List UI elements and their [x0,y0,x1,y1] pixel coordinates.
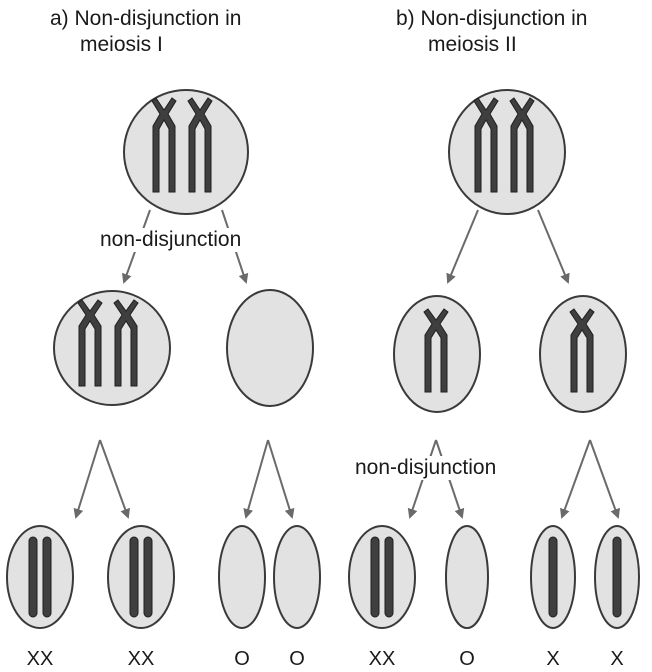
chromosome [423,308,449,393]
gamete-genotype: X [610,648,624,670]
gamete-genotype: XX [26,648,54,670]
chromosome [569,308,595,393]
parent-cell-b [448,89,566,215]
gamete-a2 [107,525,175,629]
panel-b [348,89,640,629]
panel-a-title-line2: meiosis I [80,33,163,56]
gamete-genotype: O [289,648,305,670]
arrow [446,209,479,284]
chromosome [28,536,38,618]
gamete-genotype: X [546,648,560,670]
chromosome [187,97,213,193]
gamete-a4 [273,525,321,629]
arrow [73,439,101,519]
parent-cell-a [123,89,249,215]
chromosome-pair [151,97,213,193]
panel-a [6,89,321,629]
daughter-cell-b1 [393,295,481,413]
chromosome [384,536,394,618]
non-disjunction-label-b: non-disjunction [354,456,498,480]
gamete-genotype: XX [368,648,396,670]
chromosome [509,97,535,193]
non-disjunction-label-a: non-disjunction [99,228,243,252]
gamete-a1 [6,525,74,629]
gamete-b2 [445,525,489,629]
chromosome [143,536,153,618]
chromosome [129,536,139,618]
panel-b-title-line2: meiosis II [428,33,517,56]
chromosome [612,536,622,618]
panel-a-title-line1: a) Non-disjunction in [50,7,242,30]
daughter-cell-b2 [539,295,627,413]
chromosome [548,536,558,618]
chromosome [473,97,499,193]
daughter-cell-a1 [53,290,171,406]
gamete-genotype: XX [127,648,155,670]
arrow [589,439,620,519]
arrow [560,439,591,519]
arrow [537,209,570,284]
arrow [99,439,130,519]
chromosome [77,299,103,387]
chromosome [113,299,139,387]
chromosome [42,536,52,618]
chromosome-pair [77,299,139,387]
chromosome [370,536,380,618]
arrow [267,439,295,519]
arrow [243,439,269,519]
panel-b-title-line1: b) Non-disjunction in [396,7,588,30]
gamete-a3 [218,525,266,629]
chromosome-pair [473,97,535,193]
gamete-genotype: O [459,648,475,670]
gamete-b1 [348,525,416,629]
daughter-cell-a2 [226,289,314,407]
chromosome [151,97,177,193]
gamete-genotype: O [234,648,250,670]
